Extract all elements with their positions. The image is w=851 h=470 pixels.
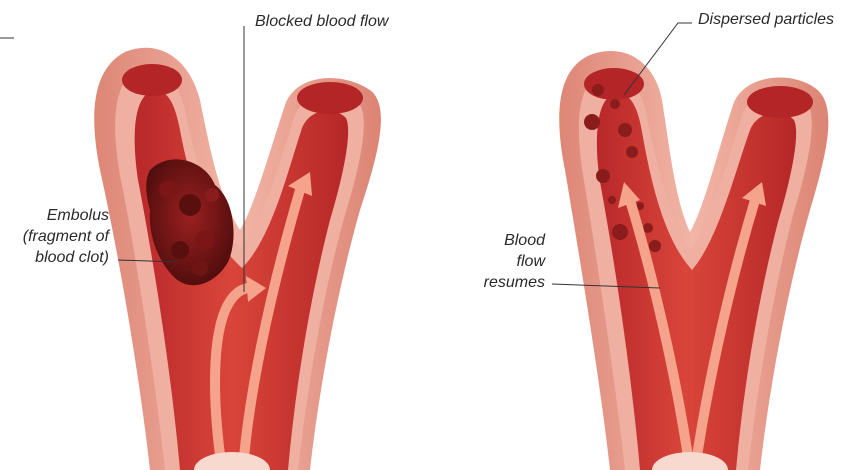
flow-resumes-label: Blood flow resumes	[484, 230, 545, 293]
right-branch-cap-2	[747, 86, 813, 118]
dispersed-particles-label: Dispersed particles	[698, 9, 834, 30]
embolus-label-line-1: Embolus	[23, 205, 109, 226]
right-branch-cap	[297, 82, 363, 114]
left-branch-cap	[122, 64, 182, 96]
left-artery	[94, 48, 381, 470]
right-artery	[559, 51, 828, 470]
left-branch-cap-2	[584, 68, 644, 100]
blocked-flow-label: Blocked blood flow	[255, 11, 388, 32]
embolus-label: Embolus (fragment of blood clot)	[23, 205, 109, 268]
embolus-label-line-2: (fragment of	[23, 226, 109, 247]
embolus-label-line-3: blood clot)	[23, 247, 109, 268]
flow-resumes-line-3: resumes	[484, 272, 545, 293]
flow-resumes-line-1: Blood	[484, 230, 545, 251]
flow-resumes-line-2: flow	[484, 251, 545, 272]
